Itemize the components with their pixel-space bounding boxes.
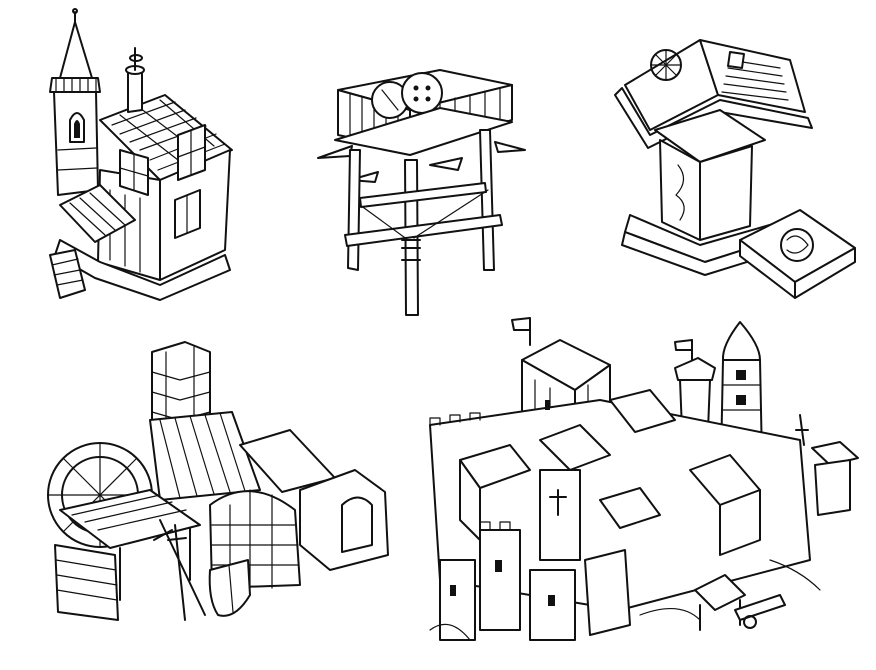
forge-workshop-drawing [47,341,389,621]
house-with-tower-drawing [49,8,233,301]
castle-fortress-drawing [429,317,859,641]
watchtower-drawing [317,69,526,316]
lectern-book-drawing [614,39,856,299]
